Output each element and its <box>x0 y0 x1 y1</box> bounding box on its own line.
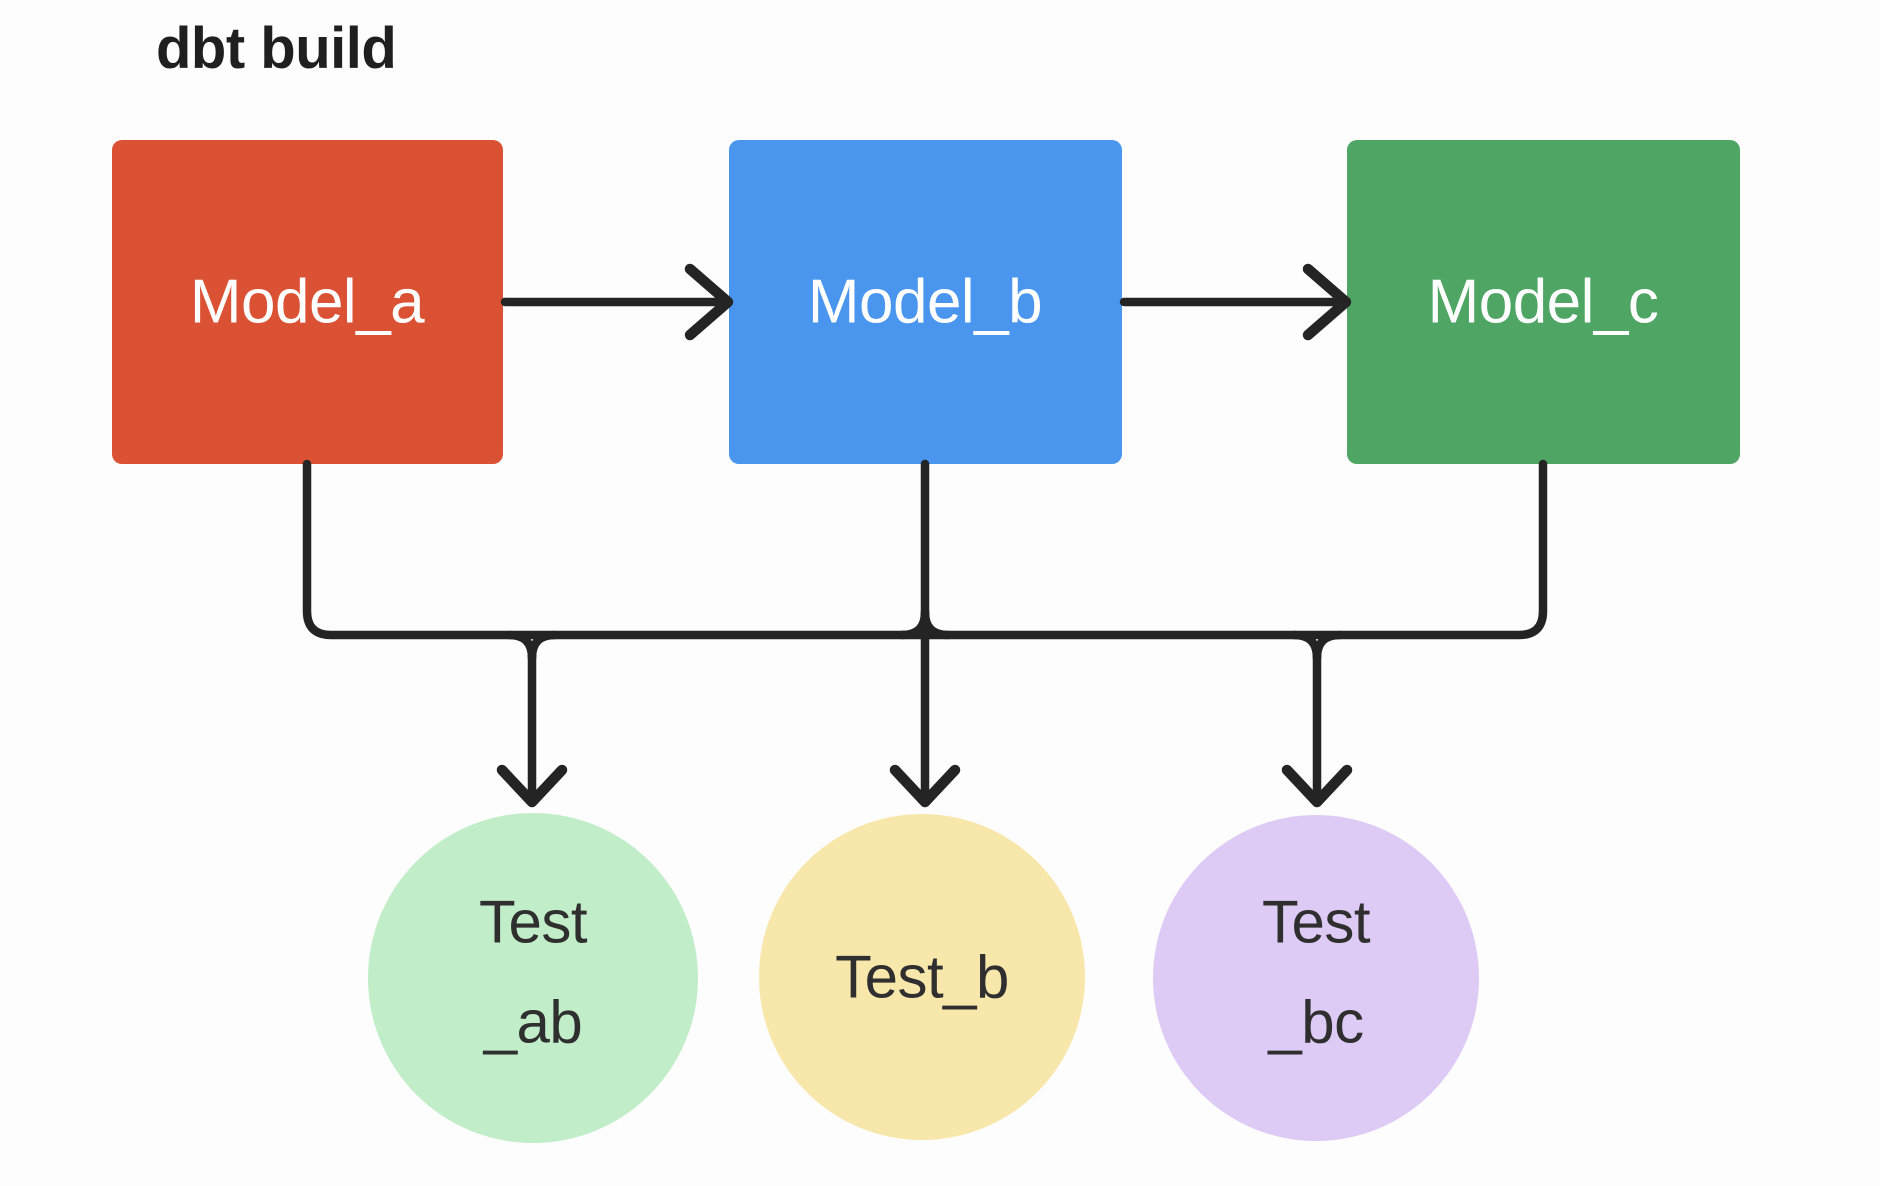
arrow-model-b-to-model-c <box>1119 263 1352 341</box>
test-ab-label-line1: Test <box>479 889 588 956</box>
test-b-label: Test_b <box>835 944 1009 1011</box>
test-b-circle <box>759 814 1085 1140</box>
test-ab-label-line2: _ab <box>483 989 583 1056</box>
test-bc-circle <box>1153 815 1479 1141</box>
arrow-model-a-to-model-b <box>500 263 734 341</box>
test-ab-circle <box>368 813 698 1143</box>
model-c-node: Model_c <box>1347 140 1740 464</box>
arrow-down-test-ab-head-icon <box>496 764 568 808</box>
test-ab-node: Test _ab <box>368 813 698 1143</box>
model-b-label: Model_b <box>808 268 1042 337</box>
arrow-a-b-head-icon <box>684 263 734 341</box>
model-to-test-connectors <box>302 459 1548 808</box>
model-a-node: Model_a <box>112 140 503 464</box>
test-bc-label-line2: _bc <box>1267 989 1363 1056</box>
model-b-box <box>729 140 1122 464</box>
arrow-b-c-head-icon <box>1302 263 1352 341</box>
test-bc-label-line1: Test <box>1262 889 1371 956</box>
model-a-label: Model_a <box>190 268 425 337</box>
test-bc-node: Test _bc <box>1153 815 1479 1141</box>
connector-fillet-b-right <box>920 607 953 640</box>
test-b-node: Test_b <box>759 814 1085 1140</box>
model-a-box <box>112 140 503 464</box>
arrow-down-test-bc-head-icon <box>1281 764 1353 808</box>
diagram-title: dbt build <box>156 16 396 81</box>
model-b-node: Model_b <box>729 140 1122 464</box>
model-c-label: Model_c <box>1428 268 1659 337</box>
model-c-box <box>1347 140 1740 464</box>
arrow-down-test-b-head-icon <box>889 764 961 808</box>
